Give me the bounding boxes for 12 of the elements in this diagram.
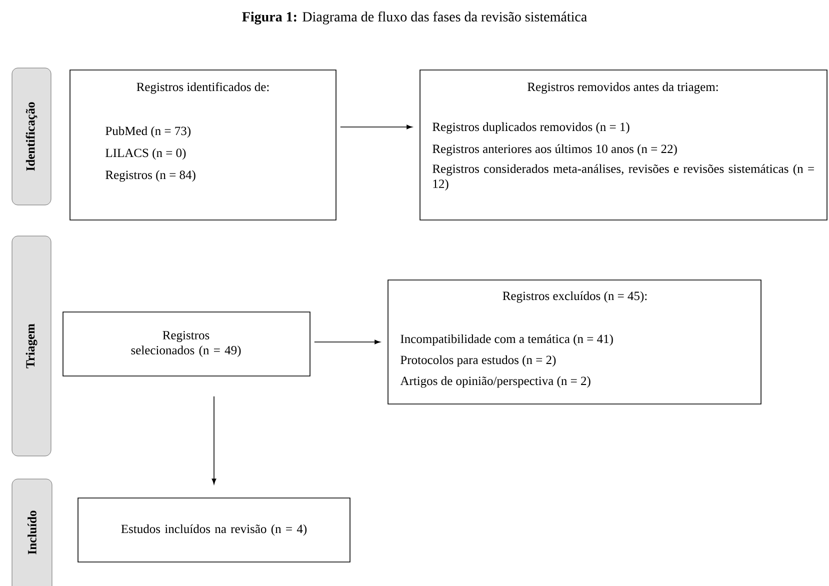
phase-band: Triagem <box>12 236 52 456</box>
process-box: Estudos incluídos na revisão (n = 4) <box>78 498 350 562</box>
process-box: Registros identificados de: PubMed (n = 73) LILACS (n = 0) Registros (n = 84) <box>70 70 336 220</box>
arrow <box>212 396 216 484</box>
phase-band: Incluído <box>12 478 52 586</box>
figure-title: Figura 1: Diagrama de fluxo das fases da revisão sistemática <box>242 12 587 24</box>
arrow <box>314 340 380 344</box>
process-box: Registros selecionados (n = 49) <box>62 312 310 376</box>
phase-band: Identificação <box>12 68 52 206</box>
process-box: Registros removidos antes da triagem: Registros duplicados removidos (n = 1) Registros anteriores aos últimos 10 anos (n = 22) Registros considerados meta-análises, revisões e revisões sistemáticas (n = 12) <box>420 70 828 220</box>
arrow <box>340 124 412 130</box>
process-box: Registros excluídos (n = 45): Incompatibilidade com a temática (n = 41) Protocolos para estudos (n = 2) Artigos de opinião/perspectiva (n = 2) <box>388 280 762 404</box>
